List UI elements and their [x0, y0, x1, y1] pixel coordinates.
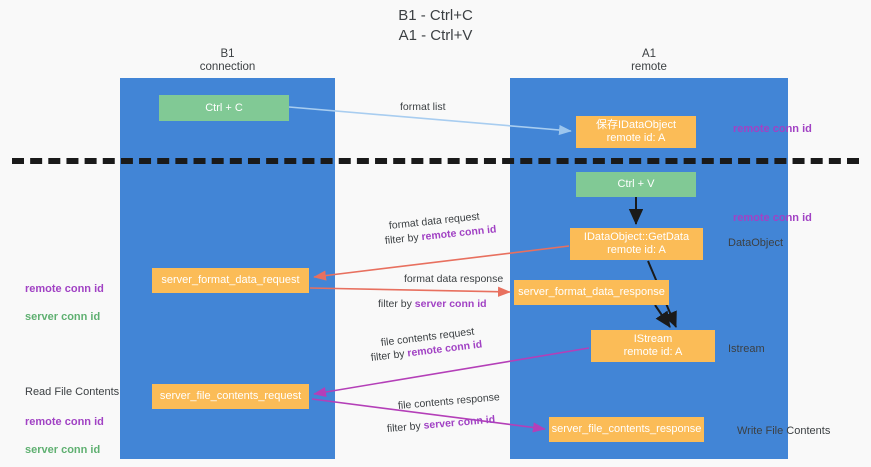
- legend-server-conn-id-upper: server conn id: [25, 311, 101, 323]
- box-ctrl-c[interactable]: Ctrl + C: [159, 95, 289, 121]
- filter-prefix: filter by: [386, 419, 425, 435]
- box-server-format-data-request[interactable]: server_format_data_request: [152, 268, 309, 293]
- box-server-format-data-response[interactable]: server_format_data_response: [514, 280, 669, 305]
- label-remote-conn-id-top: remote conn id: [733, 123, 812, 135]
- legend-conn-ids-lower: remote conn id server conn id: [25, 401, 104, 457]
- lane-header-b1: B1 connection: [199, 48, 256, 73]
- box-idataobject[interactable]: 保存IDataObject remote id: A: [576, 116, 696, 148]
- arrow-label-format-list: format list: [400, 101, 446, 113]
- box-idataobject-getdata[interactable]: IDataObject::GetData remote id: A: [570, 228, 703, 260]
- label-read-file-contents: Read File Contents: [25, 386, 120, 398]
- dashed-divider: [12, 158, 859, 164]
- arrow-label-format-data-response: format data response: [404, 273, 504, 285]
- lane-header-a1: A1 remote: [631, 48, 667, 73]
- arrow-label-file-contents-response-filter: filter by server conn id: [386, 414, 495, 436]
- box-server-file-contents-request[interactable]: server_file_contents_request: [152, 384, 309, 409]
- legend-server-conn-id-lower: server conn id: [25, 444, 101, 456]
- label-remote-conn-id-mid: remote conn id: [733, 212, 812, 224]
- filter-prefix: filter by: [370, 347, 409, 364]
- box-istream[interactable]: IStream remote id: A: [591, 330, 715, 362]
- legend-conn-ids-upper: remote conn id server conn id: [25, 268, 104, 324]
- legend-remote-conn-id-lower: remote conn id: [25, 416, 104, 428]
- arrow-label-file-contents-response: file contents response: [397, 391, 501, 412]
- label-dataobject: DataObject: [728, 237, 784, 249]
- filter-prefix: filter by: [384, 231, 423, 247]
- filter-prefix: filter by: [378, 298, 415, 310]
- filter-key: server conn id: [414, 298, 487, 310]
- legend-remote-conn-id-upper: remote conn id: [25, 283, 104, 295]
- box-ctrl-v[interactable]: Ctrl + V: [576, 172, 696, 197]
- page-title: B1 - Ctrl+C A1 - Ctrl+V: [398, 7, 473, 44]
- filter-key: server conn id: [423, 413, 496, 432]
- box-server-file-contents-response[interactable]: server_file_contents_response: [549, 417, 704, 442]
- label-istream: Istream: [728, 343, 765, 355]
- arrow-label-format-data-response-filter: filter by server conn id: [378, 298, 487, 311]
- label-write-file-contents: Write File Contents: [737, 425, 831, 437]
